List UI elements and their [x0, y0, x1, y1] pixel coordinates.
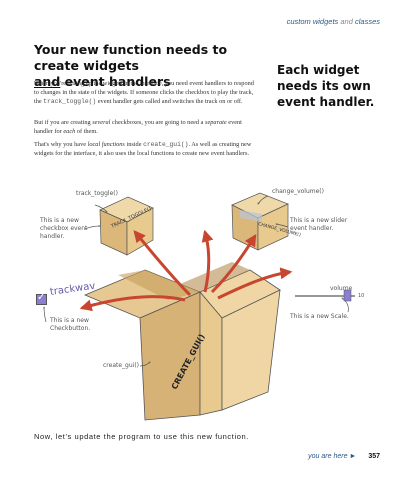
box-illustration: TRACK_TOGGLE() CHANGE_VOLUME() CREATE_GU… — [0, 192, 364, 421]
para2-c: event handler for — [34, 119, 242, 135]
side-note: Each widget needs its own event handler. — [277, 63, 375, 109]
para2-em3: each — [63, 128, 76, 135]
label-slider-handler: This is a new slider event handler. — [290, 217, 348, 232]
footer-here: you are here — [308, 453, 348, 460]
bottom-line: Now, let's update the program to use thi… — [34, 432, 249, 441]
para3-c: . As well as creating new widgets for th… — [34, 141, 252, 157]
page-number: 357 — [368, 453, 380, 460]
section-title: Your new function needs to create widget… — [34, 42, 274, 90]
para3-code: create_gui() — [143, 141, 189, 148]
para2-em1: several — [92, 119, 111, 126]
label-create-gui: create_gui() — [103, 362, 140, 369]
label-change-volume: change_volume() — [272, 188, 324, 195]
para1-code: track_toggle() — [43, 98, 97, 105]
header-tail: classes — [354, 17, 380, 26]
para1-text-b: event handler gets called and switches t… — [96, 98, 243, 105]
title-and: and — [34, 74, 61, 89]
para3-b: inside — [124, 141, 144, 148]
paragraph-1: When you're wiring up the widgets in the… — [34, 79, 254, 106]
footer-arrow: ► — [349, 453, 357, 460]
scale-value: 10 — [358, 293, 364, 299]
para1-text-a: When you're wiring up the widgets in the… — [34, 80, 254, 105]
title-line2: event handlers — [60, 74, 171, 89]
para2-em2: separate — [205, 119, 227, 126]
page-footer: you are here ► 357 — [308, 453, 380, 460]
create-gui-box: CREATE_GUI() — [83, 262, 281, 421]
label-track-toggle: track_toggle() — [76, 190, 118, 197]
page-header: custom widgets and classes — [287, 17, 380, 26]
volume-scale: volume 10 — [295, 285, 364, 302]
para2-a: But if you are creating — [34, 119, 93, 126]
para2-b: checkboxes, you are going to need a — [110, 119, 206, 126]
title-line1: Your new function needs to create widget… — [34, 42, 228, 73]
para3-a: That's why you have — [34, 141, 88, 148]
label-checkbutton: This is a new Checkbutton. — [50, 317, 91, 332]
para3-em1: local functions — [87, 141, 125, 148]
scale-label: volume — [330, 285, 353, 292]
header-and: and — [340, 17, 353, 26]
para2-d: of them. — [75, 128, 98, 135]
header-lead: custom widgets — [286, 17, 339, 26]
label-checkbox-handler: This is a new checkbox event handler. — [40, 217, 88, 240]
label-scale: This is a new Scale. — [290, 313, 349, 320]
trackwav-checkbox — [36, 292, 47, 305]
paragraph-3: That's why you have local functions insi… — [34, 140, 254, 158]
paragraph-2: But if you are creating several checkbox… — [34, 118, 254, 136]
